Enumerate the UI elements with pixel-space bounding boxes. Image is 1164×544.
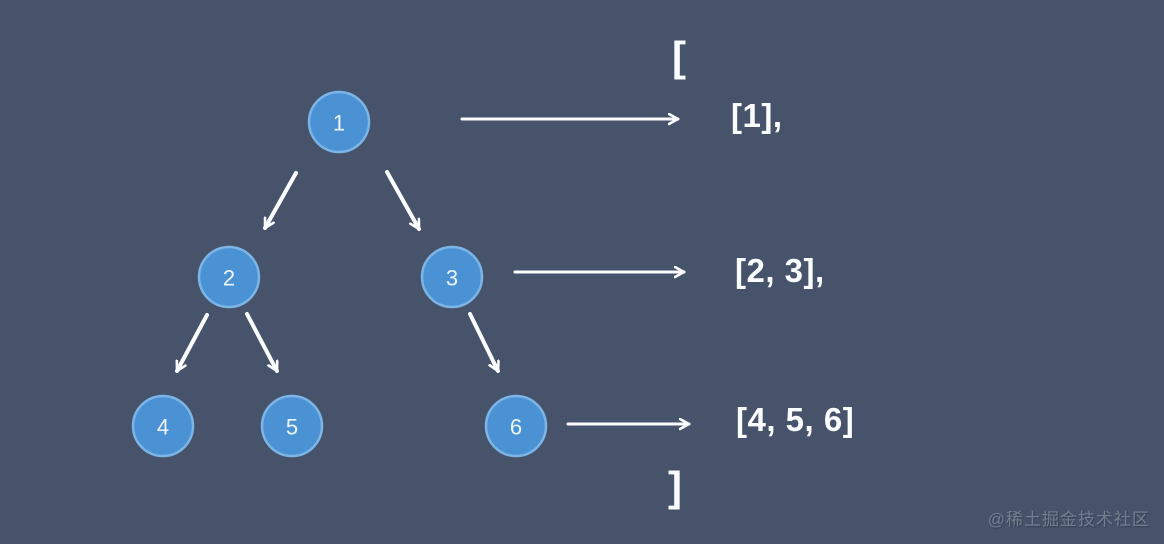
node-1-label: 1 [333, 111, 345, 136]
level-arrows [460, 119, 691, 424]
node-3-label: 3 [446, 266, 458, 291]
tree-node-5: 5 [260, 394, 324, 458]
tree-node-6: 6 [484, 394, 548, 458]
node-2-label: 2 [223, 266, 235, 291]
node-3-circle [420, 245, 484, 309]
node-2-circle [197, 245, 261, 309]
level-3-array-text: [4, 5, 6] [736, 401, 855, 438]
level-2-array-text: [2, 3], [735, 252, 825, 289]
tree-node-3: 3 [420, 245, 484, 309]
level-1-array-text: [1], [731, 97, 783, 134]
node-1-circle [307, 90, 371, 154]
edge-1-3 [385, 170, 421, 231]
node-6-circle [484, 394, 548, 458]
node-6-label: 6 [510, 415, 522, 440]
tree-node-4: 4 [131, 394, 195, 458]
node-4-label: 4 [157, 415, 169, 440]
tree-node-2: 2 [197, 245, 261, 309]
node-4-circle [131, 394, 195, 458]
node-5-circle [260, 394, 324, 458]
edge-2-5 [245, 312, 279, 373]
array-open-bracket: [ [672, 33, 686, 80]
edge-1-2 [263, 171, 298, 230]
edge-3-6 [468, 312, 500, 373]
tree-edges [175, 170, 500, 373]
node-5-label: 5 [286, 415, 298, 440]
watermark: @稀土掘金技术社区 [987, 510, 1150, 529]
edge-2-4 [175, 313, 209, 373]
tree-nodes: 1 2 3 4 5 6 [131, 90, 548, 458]
array-close-bracket: ] [668, 463, 682, 510]
tree-node-1: 1 [307, 90, 371, 154]
